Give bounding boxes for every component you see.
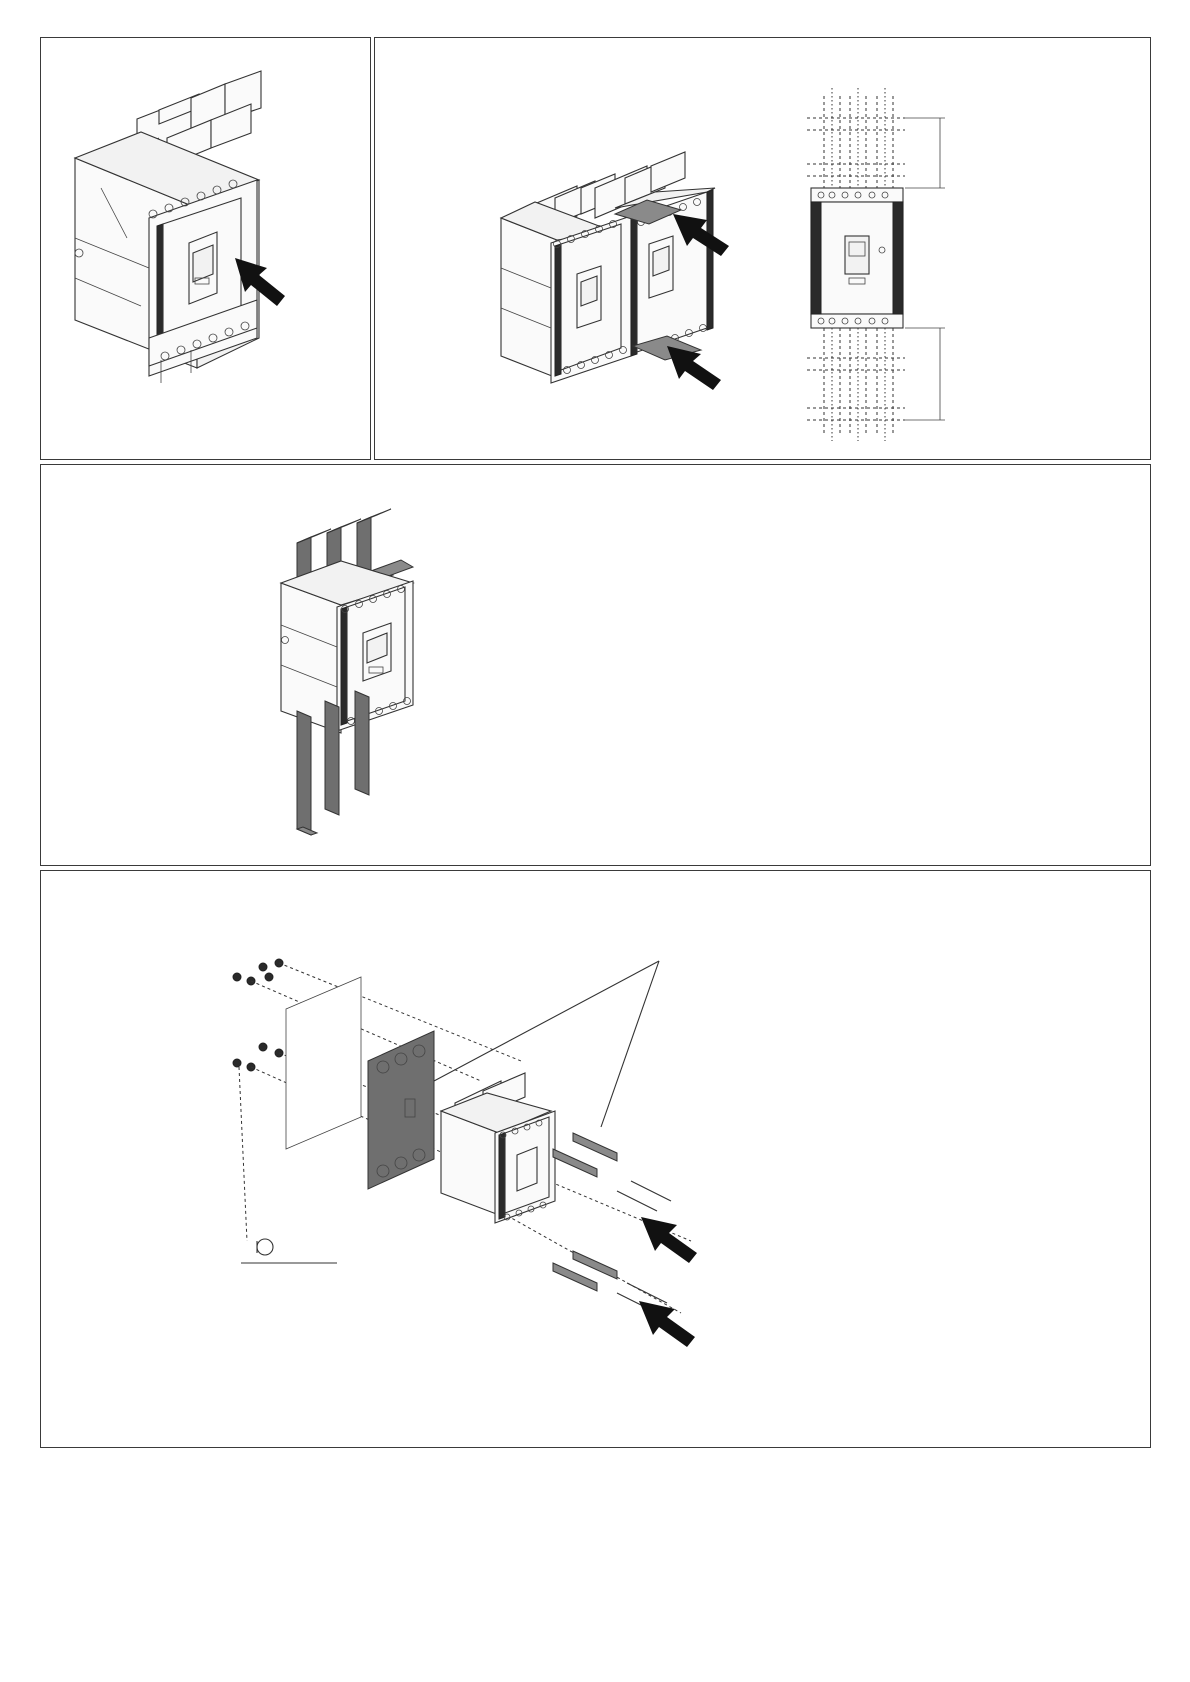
- panel-exploded-mounting: [40, 870, 1151, 1448]
- mounting-plate: [286, 977, 361, 1149]
- arrow-lower-barrier: [667, 346, 721, 390]
- breaker-body: [281, 561, 413, 733]
- exploded-mounting-illustration: [41, 871, 1152, 1449]
- mounting-nuts: [233, 959, 283, 1071]
- mounting-screws: [617, 1181, 671, 1313]
- panel-barrier-installation: [374, 37, 1151, 460]
- panel-breaker-handle: [40, 37, 371, 460]
- panel-busbar-connection: [40, 464, 1151, 866]
- arrow-lower-screws: [639, 1301, 695, 1347]
- barrier-installation-illustration: [375, 38, 1152, 461]
- busbar-connection-illustration: [41, 465, 1152, 867]
- breaker-body: [441, 1073, 555, 1223]
- breaker-body: [75, 132, 259, 383]
- tightening-torque-icon: [241, 1239, 337, 1263]
- phase-barriers: [553, 1133, 617, 1291]
- breaker-handle-illustration: [41, 38, 372, 461]
- front-view-busbar-spacing: [807, 88, 945, 441]
- arrow-upper-screws: [641, 1217, 697, 1263]
